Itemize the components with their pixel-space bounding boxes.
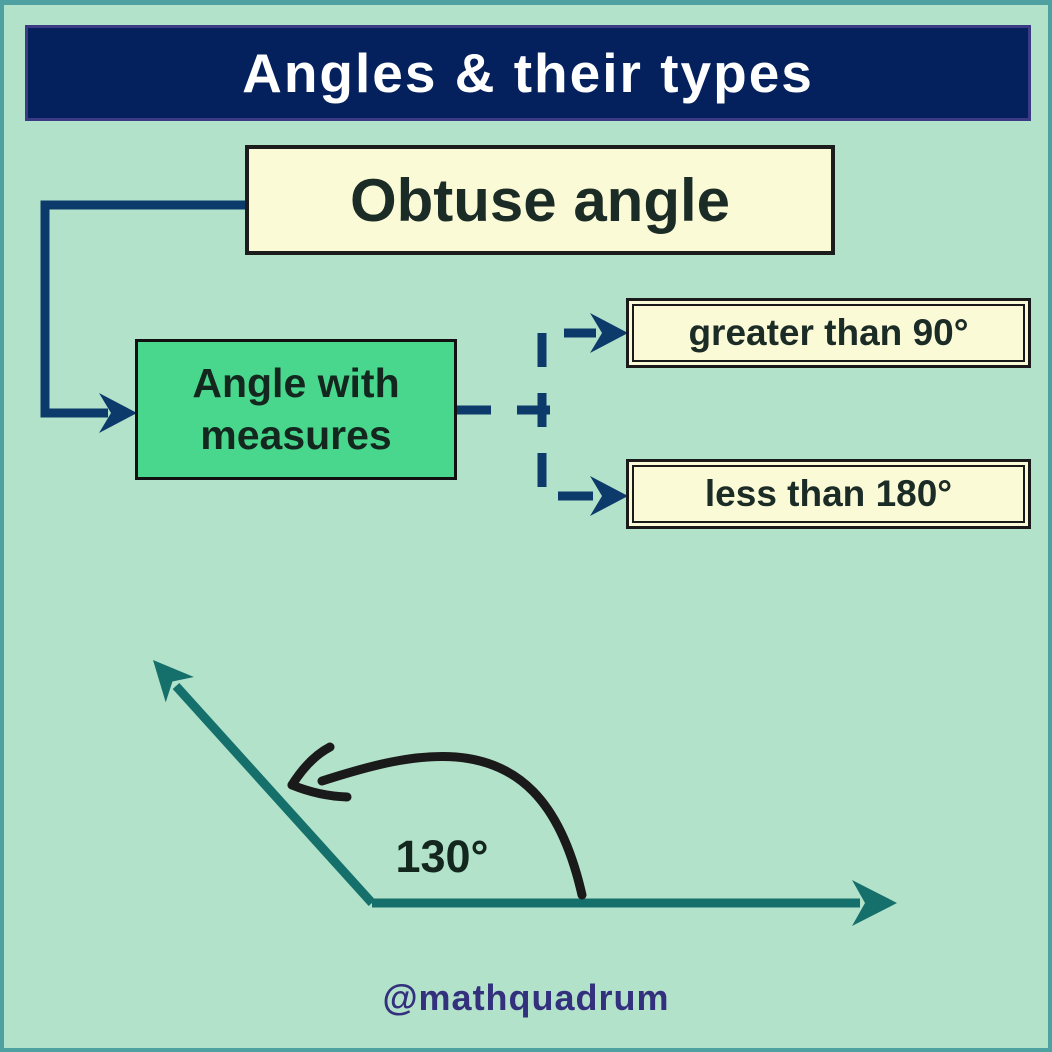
angle-with-measures-label: Angle with measures [192,360,400,458]
angle-measure-label: 130° [395,831,489,882]
branch-less-than-180-node: less than 180° [626,459,1031,529]
angle-arc-arrowhead-upper-barb [287,742,335,790]
branch-bottom-arrowhead [590,476,628,516]
slanted-ray [172,682,376,907]
title-banner: Angles & their types [25,25,1031,121]
angle-with-measures-node: Angle with measures [135,339,457,480]
horizontal-ray-arrowhead [852,880,897,926]
branch-inner-border: less than 180° [632,465,1025,523]
slanted-ray-arrowhead [153,660,194,703]
obtuse-angle-label: Obtuse angle [349,166,731,234]
branch-greater-than-90-node: greater than 90° [626,298,1031,368]
author-handle: @mathquadrum [382,977,670,1018]
branch-greater-than-90-label: greater than 90° [688,312,969,353]
obtuse-angle-node: Obtuse angle [245,145,835,255]
flow-arrowhead-into-node [99,393,137,433]
branch-top-arrowhead [590,313,628,353]
angle-arc-arrowhead-lower-barb [287,780,352,802]
branch-less-than-180-label: less than 180° [704,473,953,514]
page-title: Angles & their types [242,42,814,104]
branch-inner-border: greater than 90° [632,304,1025,362]
